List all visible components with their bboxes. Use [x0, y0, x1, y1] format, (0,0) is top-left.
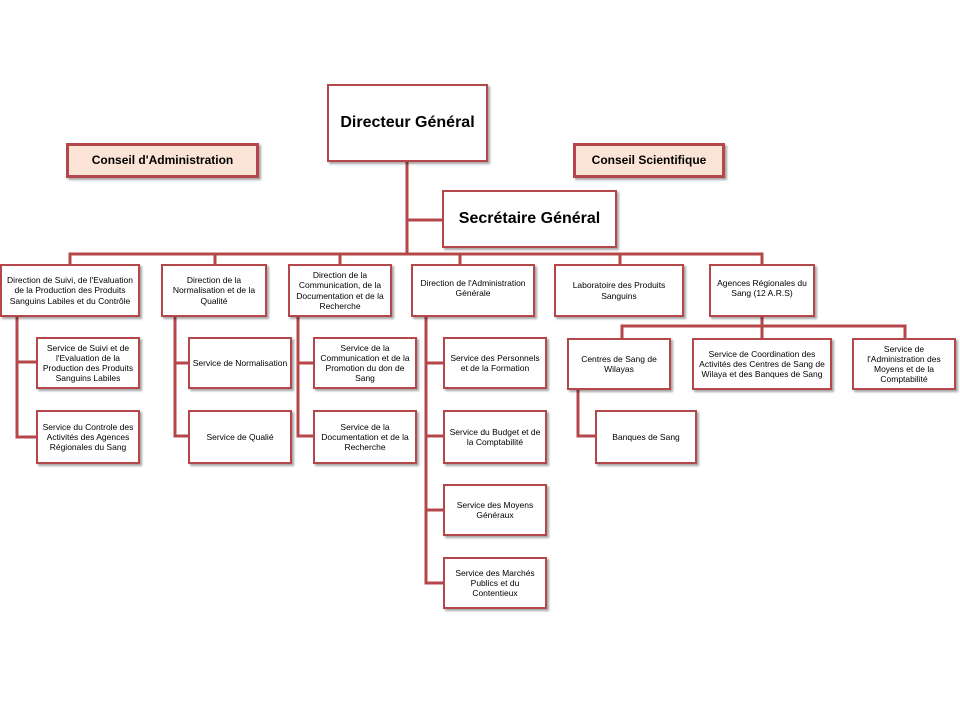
service-qualite-box: Service de Qualié: [188, 410, 292, 464]
direction-administration-generale-box: Direction de l'Administration Générale: [411, 264, 535, 317]
centres-sang-wilayas-box: Centres de Sang de Wilayas: [567, 338, 671, 390]
laboratoire-produits-sanguins-box: Laboratoire des Produits Sanguins: [554, 264, 684, 317]
connector-d6s1-children: [576, 388, 597, 438]
direction-suivi-evaluation-box: Direction de Suivi, de l'Evaluation de l…: [0, 264, 140, 317]
service-suivi-evaluation-box: Service de Suivi et de l'Evaluation de l…: [36, 337, 140, 389]
service-documentation-box: Service de la Documentation et de la Rec…: [313, 410, 417, 464]
agences-regionales-box: Agences Régionales du Sang (12 A.R.S): [709, 264, 815, 317]
direction-communication-box: Direction de la Communication, de la Doc…: [288, 264, 392, 317]
service-controle-activites-box: Service du Controle des Activités des Ag…: [36, 410, 140, 464]
secretaire-general-box: Secrétaire Général: [442, 190, 617, 248]
service-moyens-generaux-box: Service des Moyens Généraux: [443, 484, 547, 536]
conseil-administration-box: Conseil d'Administration: [66, 143, 259, 178]
conseil-scientifique-box: Conseil Scientifique: [573, 143, 725, 178]
service-personnels-formation-box: Service des Personnels et de la Formatio…: [443, 337, 547, 389]
service-communication-box: Service de la Communication et de la Pro…: [313, 337, 417, 389]
service-administration-moyens-box: Service de l'Administration des Moyens e…: [852, 338, 956, 390]
service-marches-publics-box: Service des Marchés Publics et du Conten…: [443, 557, 547, 609]
banques-sang-box: Banques de Sang: [595, 410, 697, 464]
service-normalisation-box: Service de Normalisation: [188, 337, 292, 389]
service-coordination-box: Service de Coordination des Activités de…: [692, 338, 832, 390]
directeur-general-box: Directeur Général: [327, 84, 488, 162]
direction-normalisation-qualite-box: Direction de la Normalisation et de la Q…: [161, 264, 267, 317]
service-budget-comptabilite-box: Service du Budget et de la Comptabilité: [443, 410, 547, 464]
